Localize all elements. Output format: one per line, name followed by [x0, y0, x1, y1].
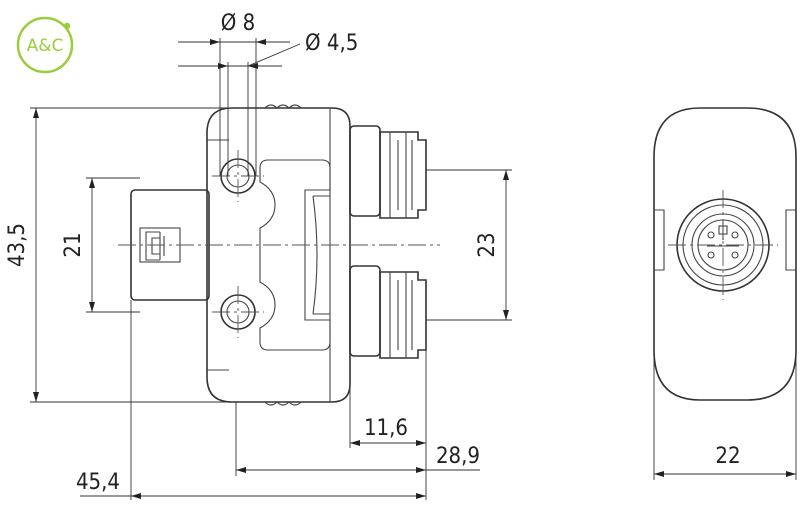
dim-height-43-5: 43,5 — [5, 223, 30, 267]
dim-length-28-9: 28,9 — [436, 444, 480, 469]
dim-diameter-4-5: Ø 4,5 — [305, 31, 358, 56]
logo-text: A&C — [27, 36, 64, 56]
dim-diameter-8: Ø 8 — [221, 11, 255, 36]
dim-length-45-4: 45,4 — [76, 470, 120, 495]
dimensions — [30, 38, 797, 500]
dim-length-11-6: 11,6 — [364, 416, 408, 441]
dim-spacing-23: 23 — [475, 232, 500, 257]
dim-height-21: 21 — [61, 232, 86, 257]
front-view — [653, 107, 797, 401]
side-view — [118, 104, 440, 406]
ac-logo: A&C — [16, 16, 74, 74]
dim-width-22: 22 — [715, 444, 740, 469]
